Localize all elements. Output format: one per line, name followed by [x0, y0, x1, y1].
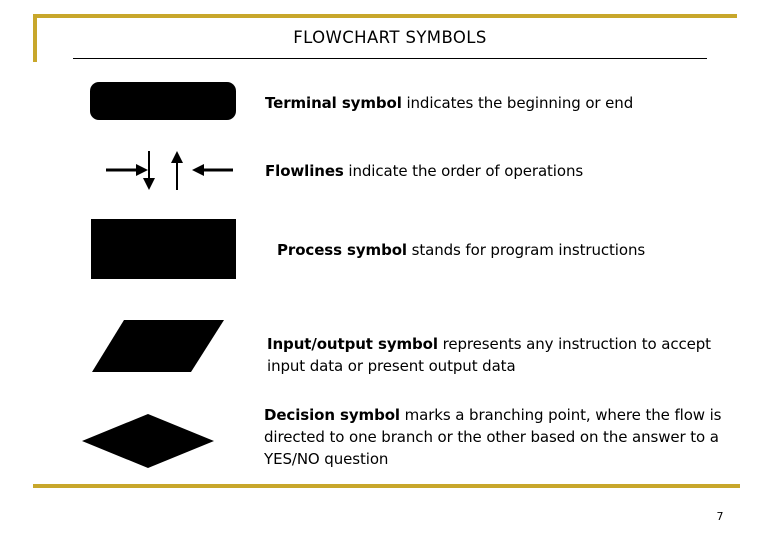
flowline-arrows-shape — [100, 148, 240, 192]
input-output-symbol-description: Input/output symbol represents any instr… — [267, 333, 747, 377]
process-symbol-term: Process symbol — [277, 241, 407, 259]
process-symbol-description: Process symbol stands for program instru… — [277, 239, 742, 261]
arrow-up-icon — [171, 151, 183, 190]
terminal-symbol-shape — [90, 82, 236, 120]
input-output-symbol-term: Input/output symbol — [267, 335, 438, 353]
decision-symbol-term: Decision symbol — [264, 406, 400, 424]
accent-border-top — [33, 14, 737, 18]
input-output-symbol-shape — [90, 318, 226, 374]
decision-symbol-description: Decision symbol marks a branching point,… — [264, 404, 751, 470]
page-number: 7 — [716, 510, 724, 523]
terminal-symbol-detail: indicates the beginning or end — [401, 94, 634, 112]
flowlines-term: Flowlines — [265, 162, 344, 180]
flowlines-detail: indicate the order of operations — [343, 162, 584, 180]
process-symbol-detail: stands for program instructions — [406, 241, 646, 259]
flowlines-description: Flowlines indicate the order of operatio… — [265, 160, 735, 182]
arrow-right-icon — [106, 164, 148, 176]
process-symbol-shape — [91, 219, 236, 279]
arrow-left-icon — [192, 164, 233, 176]
accent-border-left — [33, 14, 37, 62]
slide-title: FLOWCHART SYMBOLS — [293, 28, 487, 47]
title-divider — [73, 58, 707, 59]
terminal-symbol-term: Terminal symbol — [265, 94, 402, 112]
input-output-symbol-detail: represents any instruction to accept inp… — [267, 335, 711, 375]
decision-symbol-detail: marks a branching point, where the flow … — [264, 406, 722, 468]
arrow-down-icon — [143, 151, 155, 190]
decision-symbol-shape — [80, 412, 216, 470]
accent-border-bottom — [33, 484, 740, 488]
terminal-symbol-description: Terminal symbol indicates the beginning … — [265, 92, 735, 114]
